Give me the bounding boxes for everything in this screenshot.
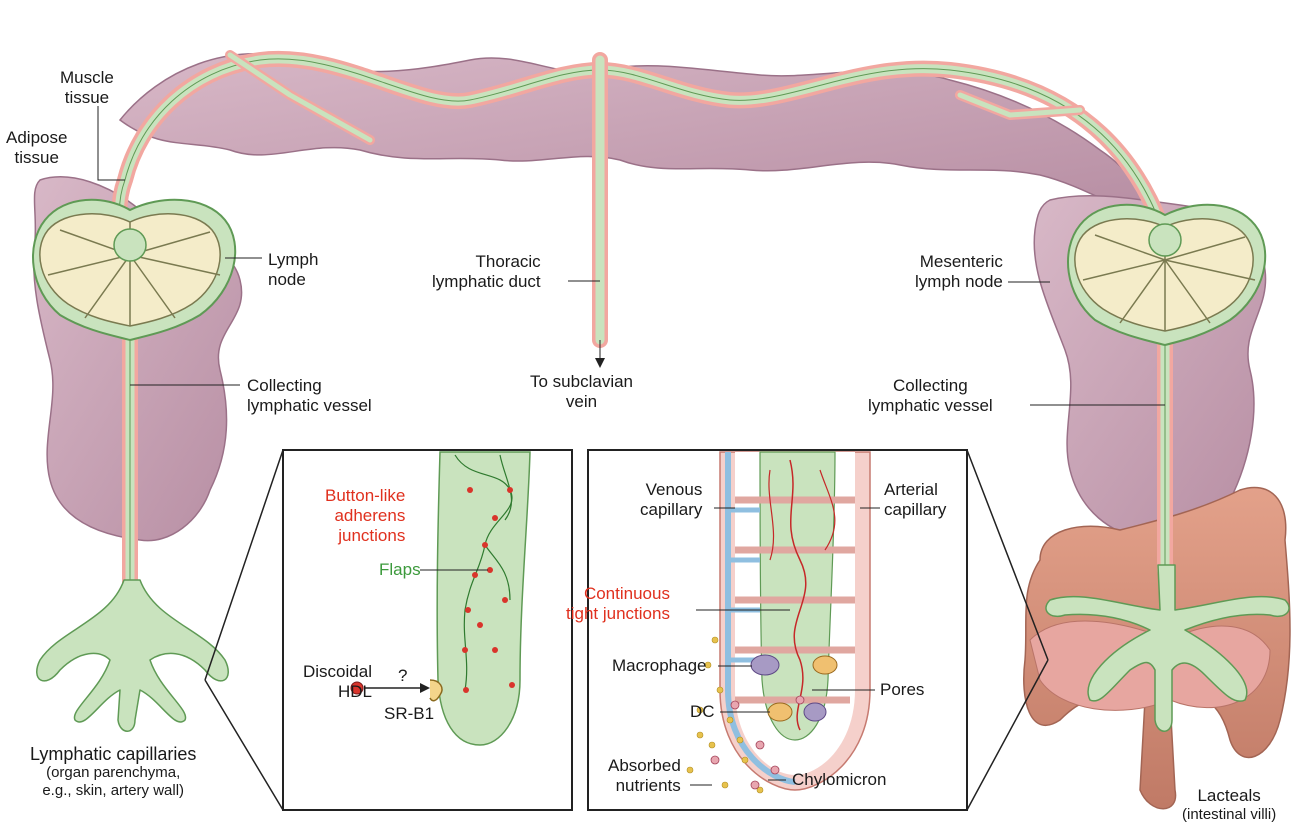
label-macrophage: Macrophage bbox=[612, 656, 707, 676]
label-line: e.g., skin, artery wall) bbox=[30, 782, 196, 800]
label-line: vein bbox=[530, 392, 633, 412]
label-line: Mesenteric bbox=[915, 252, 1003, 272]
label-line: node bbox=[268, 270, 318, 290]
subclavian-arrow bbox=[595, 358, 605, 368]
label-line: lymphatic vessel bbox=[868, 396, 993, 416]
label-line: (organ parenchyma, bbox=[30, 764, 196, 782]
label-line: (intestinal villi) bbox=[1182, 806, 1276, 824]
label-line: Venous bbox=[640, 480, 702, 500]
label-line: Adipose bbox=[6, 128, 67, 148]
label-tight-junctions: Continuous tight junctions bbox=[566, 584, 670, 624]
label-line: lymphatic vessel bbox=[247, 396, 372, 416]
label-line: lymphatic duct bbox=[432, 272, 541, 292]
label-line: Button-like bbox=[325, 486, 405, 506]
label-line: adherens bbox=[325, 506, 405, 526]
label-line: tissue bbox=[60, 88, 114, 108]
label-line: Discoidal bbox=[303, 662, 372, 682]
label-line: HDL bbox=[303, 682, 372, 702]
label-chylomicron: Chylomicron bbox=[792, 770, 886, 790]
label-collecting-vessel-right: Collecting lymphatic vessel bbox=[868, 376, 993, 416]
label-line: Absorbed bbox=[608, 756, 681, 776]
label-absorbed-nutrients: Absorbed nutrients bbox=[608, 756, 681, 796]
label-line: capillary bbox=[884, 500, 946, 520]
label-line: nutrients bbox=[608, 776, 681, 796]
label-venous-capillary: Venous capillary bbox=[640, 480, 702, 520]
label-mesenteric-node: Mesenteric lymph node bbox=[915, 252, 1003, 292]
label-adipose-tissue: Adipose tissue bbox=[6, 128, 67, 168]
label-srb1: SR-B1 bbox=[384, 704, 434, 724]
label-line: tissue bbox=[6, 148, 67, 168]
label-subclavian-vein: To subclavian vein bbox=[530, 372, 633, 412]
label-line: Arterial bbox=[884, 480, 946, 500]
label-line: tight junctions bbox=[566, 604, 670, 624]
label-line: Collecting bbox=[247, 376, 372, 396]
label-line: capillary bbox=[640, 500, 702, 520]
label-line: Lymph bbox=[268, 250, 318, 270]
label-line: junctions bbox=[325, 526, 405, 546]
label-line: Lacteals bbox=[1182, 786, 1276, 806]
label-flaps: Flaps bbox=[379, 560, 421, 580]
label-line: To subclavian bbox=[530, 372, 633, 392]
label-discoidal-hdl: Discoidal HDL bbox=[303, 662, 372, 702]
label-line: Muscle bbox=[60, 68, 114, 88]
label-muscle-tissue: Muscle tissue bbox=[60, 68, 114, 108]
label-dc: DC bbox=[690, 702, 715, 722]
label-arterial-capillary: Arterial capillary bbox=[884, 480, 946, 520]
label-lacteals: Lacteals (intestinal villi) bbox=[1182, 786, 1276, 824]
label-line: Lymphatic capillaries bbox=[30, 744, 196, 764]
lymphatic-capillary-tree bbox=[37, 580, 228, 731]
label-lymph-node: Lymph node bbox=[268, 250, 318, 290]
label-line: Continuous bbox=[566, 584, 670, 604]
label-line: Collecting bbox=[868, 376, 993, 396]
label-collecting-vessel-left: Collecting lymphatic vessel bbox=[247, 376, 372, 416]
label-pores: Pores bbox=[880, 680, 924, 700]
label-line: lymph node bbox=[915, 272, 1003, 292]
label-thoracic-duct: Thoracic lymphatic duct bbox=[432, 252, 541, 292]
label-line: Thoracic bbox=[432, 252, 541, 272]
label-question-mark: ? bbox=[398, 666, 407, 686]
label-lymphatic-capillaries: Lymphatic capillaries (organ parenchyma,… bbox=[30, 744, 196, 800]
label-button-junctions: Button-like adherens junctions bbox=[325, 486, 405, 546]
